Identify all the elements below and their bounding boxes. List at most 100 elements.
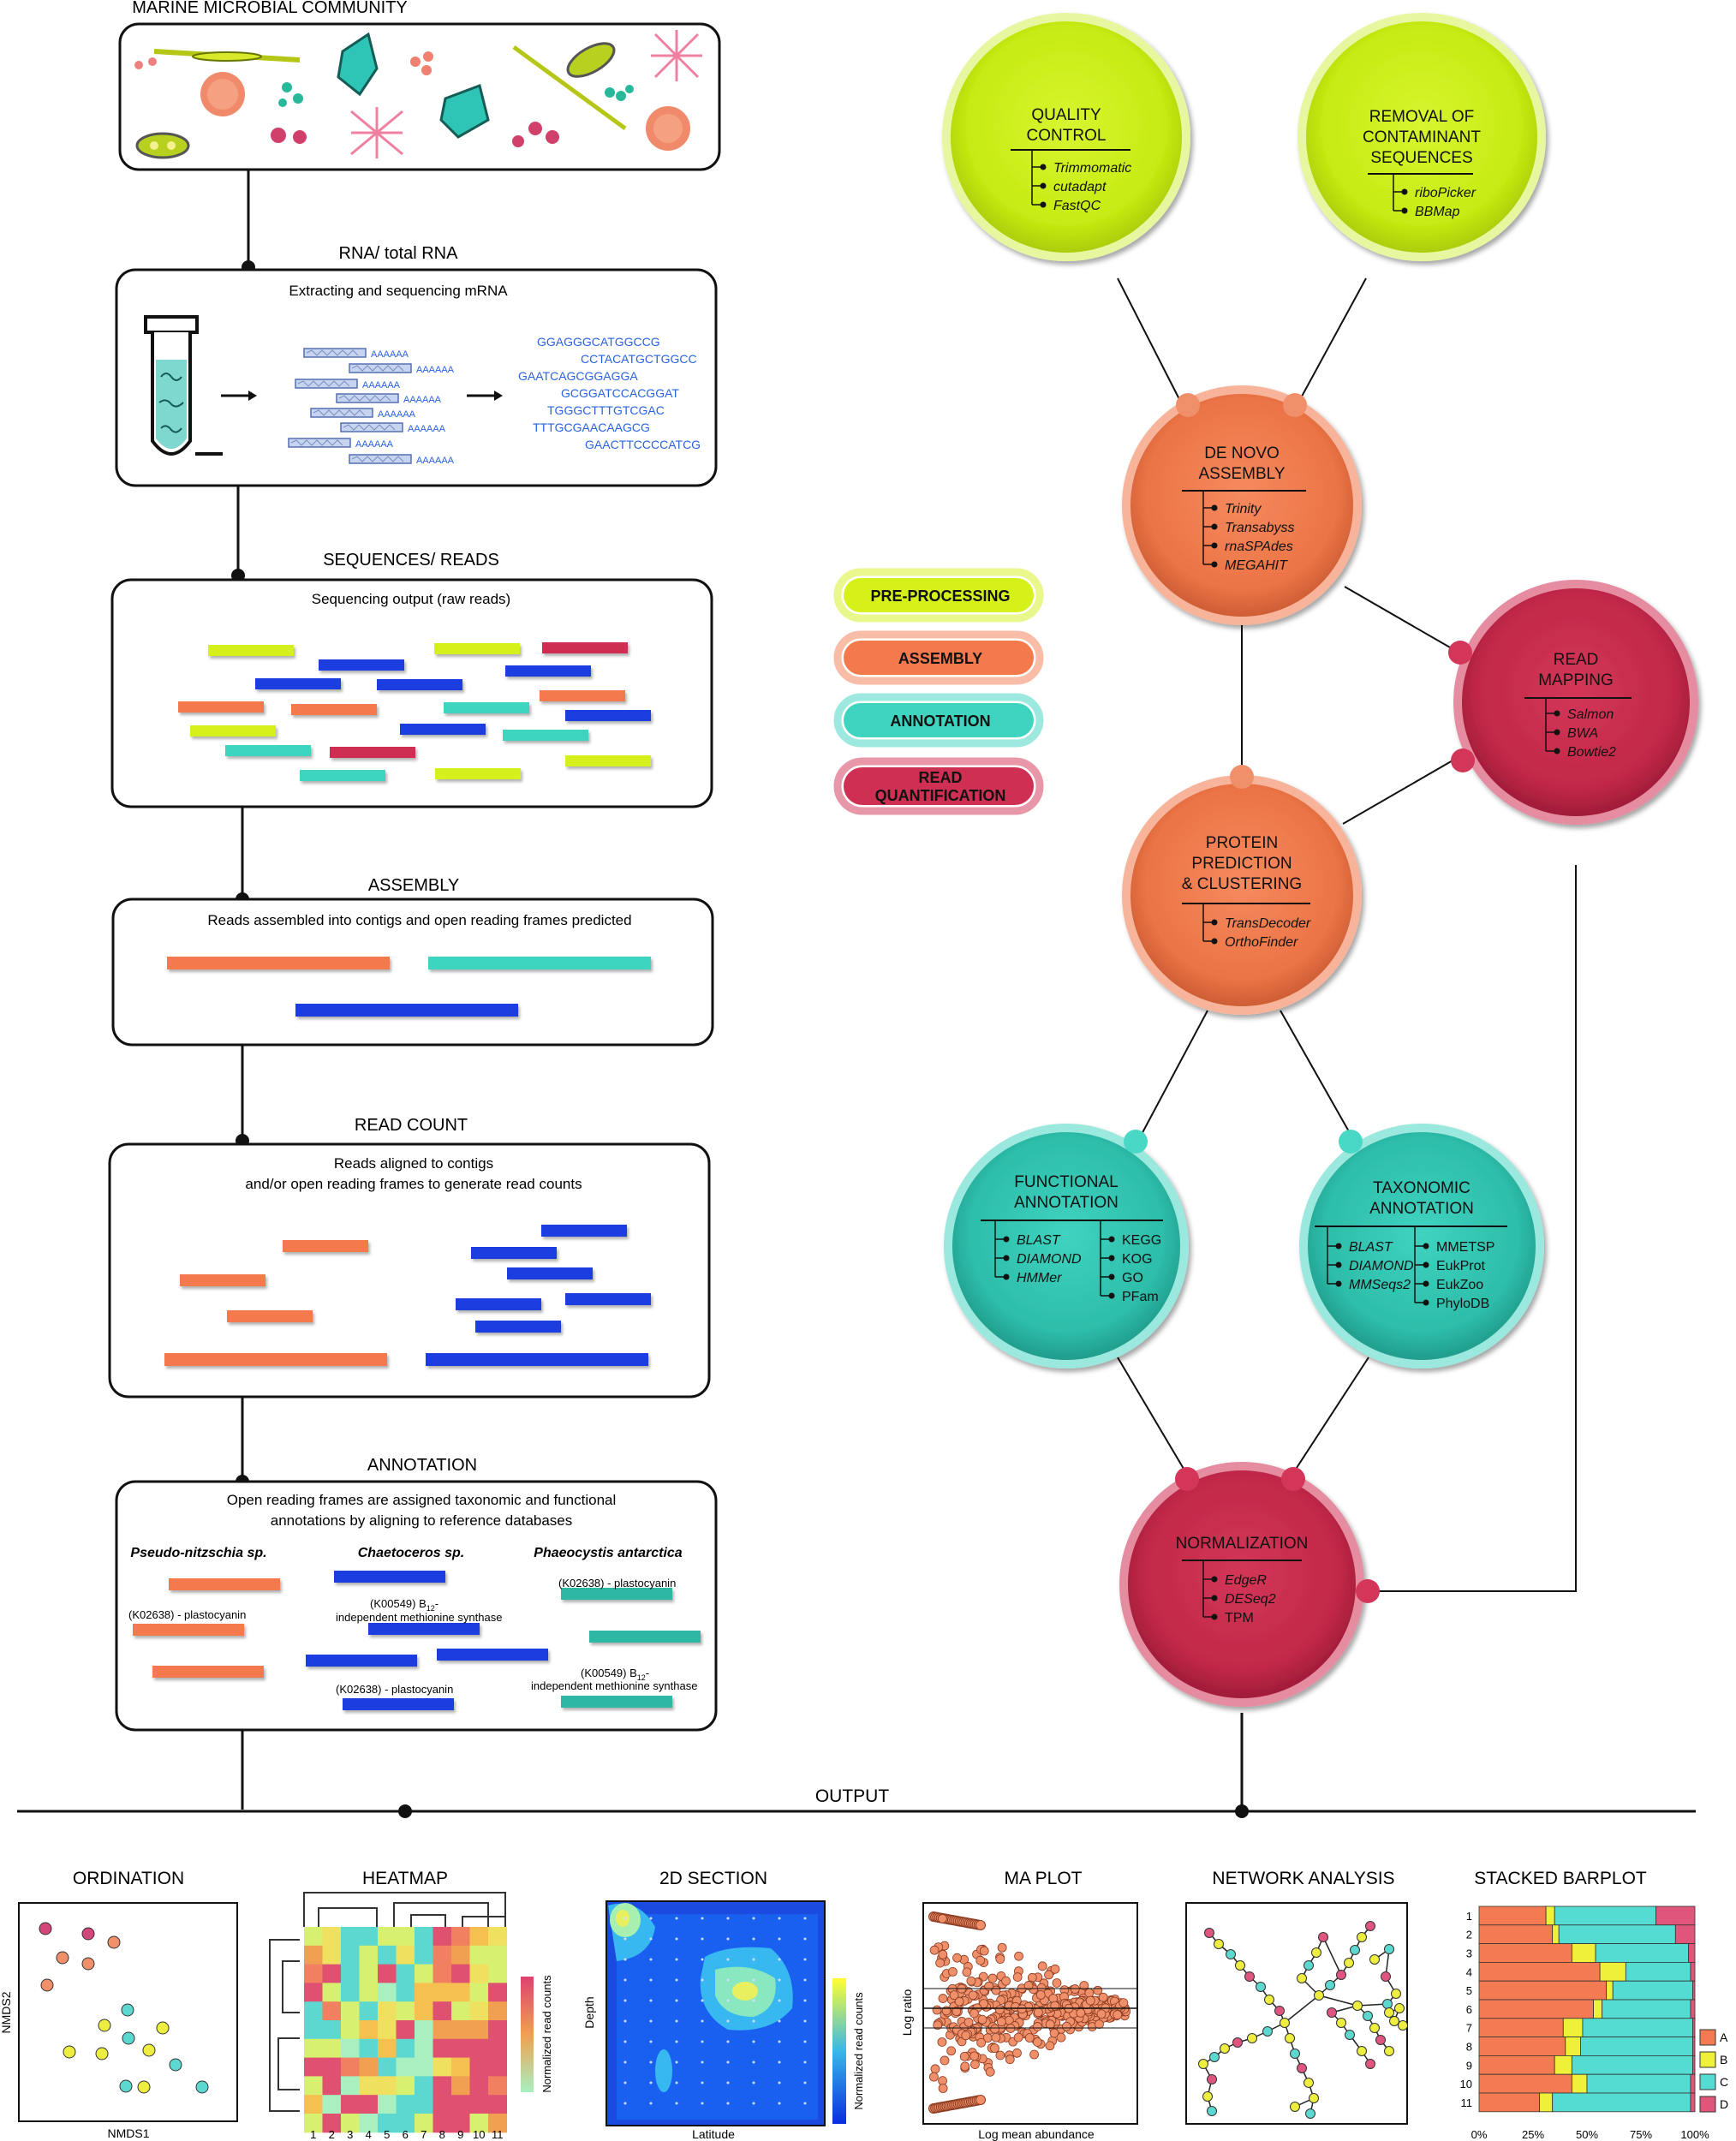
heatmap-dendrogram bbox=[269, 1892, 506, 2112]
raw-read bbox=[291, 704, 377, 715]
network-node bbox=[1327, 2007, 1337, 2018]
ma-point bbox=[1061, 2021, 1071, 2031]
heatmap-cell bbox=[415, 2114, 433, 2133]
heatmap-xtick: 5 bbox=[384, 2128, 390, 2141]
legend-pill-outline bbox=[833, 757, 1044, 815]
heatmap-cell bbox=[341, 1983, 360, 2002]
plankton-illustration bbox=[134, 30, 702, 159]
stacked-xtick: 0% bbox=[1471, 2128, 1488, 2141]
node-title: & CLUSTERING bbox=[1182, 875, 1302, 893]
stacked-segment bbox=[1606, 1980, 1614, 2001]
panel-title-ma-plot: MA PLOT bbox=[1004, 1869, 1082, 1888]
contigs bbox=[167, 957, 651, 1017]
heatmap-cell bbox=[396, 1927, 415, 1947]
heatmap-cell bbox=[396, 1964, 415, 1983]
stacked-legend-label: D bbox=[1720, 2097, 1728, 2111]
heatmap-cell bbox=[304, 2057, 323, 2077]
ma-point bbox=[1052, 1978, 1062, 1988]
label-methionine-right-line2: independent methionine synthase bbox=[531, 1679, 697, 1692]
sequence-line: GGAGGGCATGGCCG bbox=[537, 335, 660, 349]
heatmap-cell bbox=[396, 2114, 415, 2133]
ma-point bbox=[1079, 1981, 1089, 1990]
heatmap-cell bbox=[359, 2020, 379, 2040]
stacked-segment bbox=[1688, 1943, 1696, 1963]
ma-point bbox=[990, 2043, 999, 2054]
stacked-segment bbox=[1602, 1999, 1691, 2019]
heatmap-xtick: 1 bbox=[310, 2128, 316, 2141]
ma-point bbox=[1005, 2055, 1015, 2065]
heatmap-cell bbox=[415, 2001, 433, 2021]
node-tool: KEGG bbox=[1122, 1233, 1161, 1248]
node-title: MAPPING bbox=[1538, 671, 1614, 689]
network-node bbox=[1262, 2026, 1273, 2037]
heatmap-cell bbox=[451, 2057, 470, 2077]
section-colorbar-label: Normalized read counts bbox=[852, 1992, 865, 2110]
heatmap-cell bbox=[488, 2001, 507, 2021]
aligned-reads bbox=[164, 1225, 651, 1366]
network-node bbox=[1202, 2091, 1213, 2102]
heatmap-cell bbox=[378, 2057, 397, 2077]
heatmap-cell bbox=[451, 1945, 470, 1965]
heatmap-cell bbox=[304, 1945, 323, 1965]
heatmap-cell bbox=[451, 2020, 470, 2040]
stacked-segment bbox=[1478, 1924, 1554, 1945]
heatmap-cell bbox=[415, 2038, 433, 2059]
heatmap-cell bbox=[433, 2114, 452, 2133]
node-tool: Bowtie2 bbox=[1567, 745, 1616, 760]
label-plastocyanin-left: (K02638) - plastocyanin bbox=[128, 1608, 246, 1621]
network-node bbox=[1235, 1960, 1245, 1971]
heatmap-xtick: 6 bbox=[403, 2128, 409, 2141]
ma-point bbox=[1001, 1976, 1011, 1986]
network-node bbox=[1244, 1971, 1255, 1982]
ma-point bbox=[1119, 1998, 1129, 2008]
network-node bbox=[1274, 2006, 1285, 2016]
network-node bbox=[1336, 1970, 1346, 1980]
ma-point bbox=[984, 1981, 994, 1991]
node-title: FUNCTIONAL bbox=[1014, 1173, 1118, 1191]
poly-a-tail: AAAAAA bbox=[408, 424, 446, 434]
node-title: PROTEIN bbox=[1206, 834, 1278, 852]
network-node bbox=[1214, 1939, 1224, 1949]
raw-read bbox=[319, 659, 404, 671]
ma-point bbox=[976, 2037, 987, 2048]
sequence-list: GGAGGGCATGGCCGCCTACATGCTGGCCGAATCAGCGGAG… bbox=[518, 335, 701, 451]
ma-xlabel: Log mean abundance bbox=[978, 2127, 1095, 2141]
ma-point bbox=[1029, 2049, 1039, 2060]
stacked-ytick: 5 bbox=[1466, 1984, 1472, 1997]
stacked-legend-label: C bbox=[1720, 2075, 1728, 2089]
legend-label: ASSEMBLY bbox=[898, 650, 982, 667]
node-tool: OrthoFinder bbox=[1225, 935, 1298, 950]
network-edge bbox=[1318, 1995, 1358, 2007]
heatmap-cell bbox=[415, 2020, 433, 2040]
heatmap-cell bbox=[415, 1964, 433, 1983]
node-tool: GO bbox=[1122, 1271, 1143, 1285]
stacked-ytick: 1 bbox=[1466, 1910, 1472, 1923]
heatmap-cell bbox=[451, 2038, 470, 2059]
raw-read bbox=[434, 643, 520, 654]
annotation-labels: (K02638) - plastocyanin (K00549) B12- in… bbox=[128, 1577, 697, 1696]
node-tool: BBMap bbox=[1415, 205, 1460, 219]
network-node bbox=[1384, 1944, 1394, 1954]
heatmap-cell bbox=[488, 1983, 507, 2002]
legend-label: ANNOTATION bbox=[890, 713, 990, 730]
heatmap-xtick: 4 bbox=[366, 2128, 372, 2141]
stacked-xtick: 100% bbox=[1680, 2128, 1709, 2141]
heatmap-cell bbox=[359, 1927, 379, 1947]
legend-pill-outline bbox=[833, 568, 1044, 623]
sequences-subtitle: Sequencing output (raw reads) bbox=[312, 591, 510, 607]
ma-point bbox=[1096, 2009, 1107, 2019]
heatmap-cell bbox=[304, 1927, 323, 1947]
sequence-line: GAATCAGCGGAGGA bbox=[518, 369, 638, 383]
node-title: ANNOTATION bbox=[1369, 1200, 1474, 1218]
heatmap-cell bbox=[433, 2057, 452, 2077]
heatmap-xtick: 7 bbox=[421, 2128, 427, 2141]
ma-point bbox=[970, 2060, 980, 2069]
raw-read bbox=[178, 701, 264, 713]
node-title: TAXONOMIC bbox=[1373, 1179, 1471, 1197]
node-labels: QUALITYCONTROLTrimmomaticcutadaptFastQCR… bbox=[981, 106, 1632, 1625]
stacked-segment bbox=[1558, 1924, 1676, 1945]
raw-read bbox=[400, 724, 486, 735]
heatmap-cell bbox=[359, 2095, 379, 2114]
ma-point bbox=[985, 2066, 995, 2077]
